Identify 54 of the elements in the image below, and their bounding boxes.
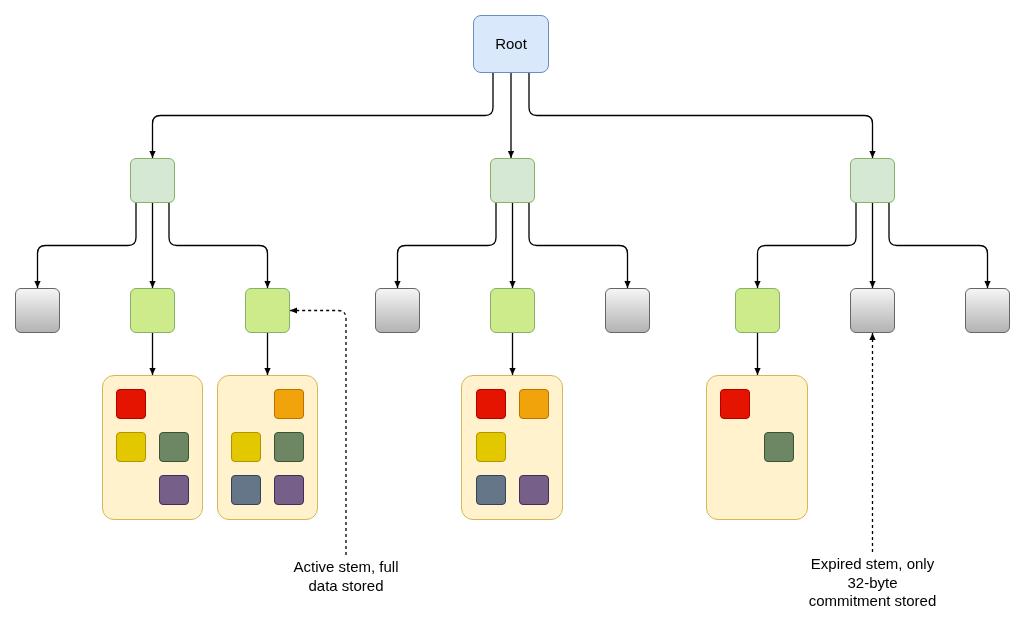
color-square xyxy=(231,475,261,505)
stem-container xyxy=(706,375,808,520)
arrow xyxy=(507,72,515,159)
tree-node xyxy=(130,288,175,333)
color-square xyxy=(764,432,794,462)
arrow xyxy=(509,202,516,289)
node-label: Root xyxy=(495,34,527,54)
tree-node xyxy=(735,288,780,333)
arrow xyxy=(754,202,857,289)
arrow xyxy=(869,202,876,289)
tree-node xyxy=(605,288,650,333)
tree-node xyxy=(130,158,175,203)
tree-node xyxy=(490,288,535,333)
tree-node xyxy=(375,288,420,333)
color-square xyxy=(274,432,304,462)
color-square xyxy=(159,432,189,462)
arrow xyxy=(168,202,271,289)
arrow xyxy=(149,332,156,376)
stem-container xyxy=(217,375,318,520)
tree-node xyxy=(850,158,895,203)
arrow xyxy=(34,202,137,289)
tree-node xyxy=(965,288,1010,333)
arrow xyxy=(264,332,271,376)
root-box xyxy=(473,15,549,73)
color-square xyxy=(720,389,750,419)
color-square xyxy=(476,475,506,505)
color-square xyxy=(116,432,146,462)
color-square xyxy=(519,475,549,505)
annotation-text: Active stem, full data stored xyxy=(292,558,400,596)
arrow xyxy=(528,72,876,159)
color-square xyxy=(476,389,506,419)
arrow xyxy=(394,202,497,289)
color-square xyxy=(476,432,506,462)
color-square xyxy=(159,475,189,505)
leader-line xyxy=(289,307,347,556)
arrow xyxy=(149,72,494,159)
arrow xyxy=(528,202,631,289)
color-square xyxy=(519,389,549,419)
stem-container xyxy=(461,375,563,520)
color-square xyxy=(116,389,146,419)
color-square xyxy=(274,389,304,419)
leader-line xyxy=(869,332,876,553)
stem-container xyxy=(102,375,203,520)
tree-node xyxy=(245,288,290,333)
tree-node xyxy=(15,288,60,333)
arrow xyxy=(149,202,156,289)
arrow xyxy=(754,332,761,376)
annotation-text: Expired stem, only 32-byte commitment stored xyxy=(807,554,938,612)
arrow xyxy=(888,202,991,289)
color-square xyxy=(231,432,261,462)
tree-node xyxy=(490,158,535,203)
arrow xyxy=(509,332,516,376)
color-square xyxy=(274,475,304,505)
tree-node xyxy=(850,288,895,333)
